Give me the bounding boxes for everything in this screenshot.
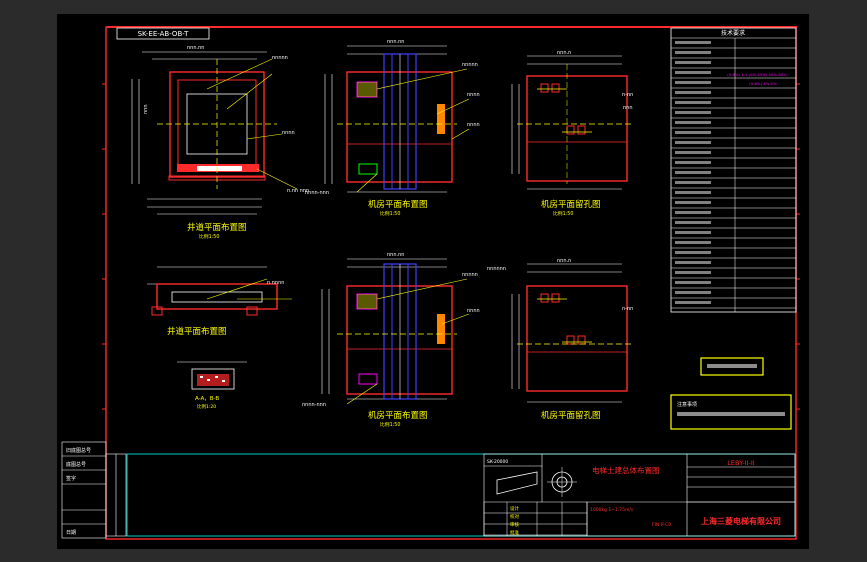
revision-label: 签字: [66, 475, 76, 482]
section-title: A-A，B-B: [195, 396, 219, 402]
revision-label: 底图总号: [66, 461, 86, 468]
view-subtitle: 比例1:50: [380, 210, 400, 217]
svg-text:nnn.n: nnn.n: [557, 50, 571, 56]
spec-row-text-placeholder: [675, 291, 711, 294]
svg-text:nnn.nn: nnn.nn: [187, 45, 204, 51]
view-title: 机房平面留孔图: [541, 410, 601, 421]
svg-text:n-nn: n-nn: [622, 306, 633, 312]
svg-text:nnnn: nnnn: [467, 122, 480, 128]
spec-row-text-placeholder: [675, 221, 711, 224]
sign-cell-label: 设计: [510, 505, 519, 512]
title-tag: SK-EE-AB-OB-T: [138, 30, 190, 38]
drawing-name: 电梯土建总体布置图: [592, 465, 660, 475]
view-subtitle: 比例1:50: [553, 210, 573, 217]
spec-row-text-placeholder: [675, 251, 711, 254]
spec-row-text-placeholder: [675, 121, 711, 124]
svg-text:nnnnn: nnnnn: [462, 272, 478, 278]
view-title: 井道平面布置图: [187, 222, 247, 233]
spec-row-text-placeholder: [675, 101, 711, 104]
sign-cell-label: 校对: [510, 513, 519, 520]
spec-row-text-placeholder: [675, 261, 711, 264]
svg-text:nnn.nn: nnn.nn: [387, 39, 404, 45]
section-subtitle: 比例1:20: [197, 403, 216, 410]
machine-room-hole-top: nnn.n n-nn nnn 机房平面留孔图 比例1:50: [511, 50, 633, 217]
spec-row-text-placeholder: [675, 201, 711, 204]
sheet-code: FIN-P-C0: [652, 522, 671, 528]
svg-text:n.nnnn: n.nnnn: [267, 280, 284, 286]
view-subtitle: 比例1:50: [380, 421, 400, 428]
spec-row-text-placeholder: [675, 131, 711, 134]
spec-row-text-placeholder: [675, 111, 711, 114]
spec-table: 技术要求 (0-6%) 1:1 (0%-45%) 50%-60% (0-6%) …: [670, 27, 797, 313]
spec-row-text-placeholder: [675, 301, 711, 304]
view-subtitle: 比例1:50: [199, 233, 219, 240]
spec-highlight-1: (0-6%) 1:1 (0%-45%) 50%-60%: [727, 72, 787, 77]
spec-row-text-placeholder: [675, 211, 711, 214]
svg-text:nnnn-nnn: nnnn-nnn: [302, 402, 326, 408]
spec-row-text-placeholder: [675, 281, 711, 284]
spec-row-text-placeholder: [675, 161, 711, 164]
view-title: 机房平面留孔图: [541, 199, 601, 210]
title-tag-box: [116, 27, 210, 40]
view-title: 机房平面布置图: [368, 199, 428, 210]
sign-cell-label: 批准: [510, 529, 519, 536]
spec-line: 1000kg 1~1.75m/s: [590, 507, 634, 513]
spec-row-text-placeholder: [675, 271, 711, 274]
spec-row-text-placeholder: [675, 181, 711, 184]
sign-cell-label: 审核: [510, 521, 519, 528]
code-box: [700, 357, 764, 376]
section-detail: A-A，B-B 比例1:20: [177, 361, 247, 410]
svg-text:nnnn: nnnn: [467, 308, 480, 314]
svg-text:n.nn nnn: n.nn nnn: [287, 188, 309, 194]
spec-row-text-placeholder: [675, 61, 711, 64]
spec-row-text-placeholder: [675, 151, 711, 154]
svg-text:nnn.nn: nnn.nn: [387, 252, 404, 258]
note-box-label: 注意事项: [677, 401, 697, 408]
hoistway-plan-bottom: n.nnnn 井道平面布置图: [147, 266, 292, 337]
svg-text:nnn: nnn: [143, 104, 149, 114]
machine-room-hole-bottom: nnn.n n-nn nnnnnn 机房平面留孔图: [487, 258, 633, 421]
svg-text:nnn.n: nnn.n: [557, 258, 571, 264]
view-title: 井道平面布置图: [167, 326, 227, 337]
svg-text:nnnn: nnnn: [282, 130, 295, 136]
svg-text:nnnn-nnn: nnnn-nnn: [305, 190, 329, 196]
spec-row-text-placeholder: [675, 191, 711, 194]
svg-text:nnnnnn: nnnnnn: [487, 266, 506, 272]
note-box: 注意事项: [670, 394, 792, 430]
spec-row-text-placeholder: [675, 241, 711, 244]
spec-row-text-placeholder: [675, 51, 711, 54]
spec-row-text-placeholder: [675, 141, 711, 144]
revision-label: 旧底图总号: [66, 447, 91, 454]
spec-row-text-placeholder: [675, 91, 711, 94]
spec-highlight-2: (0-6%) 4%-5%: [749, 81, 777, 86]
projection-symbol: [496, 471, 538, 495]
company-name: 上海三菱电梯有限公司: [701, 516, 781, 526]
svg-text:nnn: nnn: [623, 105, 633, 111]
spec-table-header: 技术要求: [721, 29, 745, 37]
spec-row-text-placeholder: [675, 41, 711, 44]
spec-row-text-placeholder: [675, 81, 711, 84]
spec-row-text-placeholder: [675, 231, 711, 234]
svg-text:n-nn: n-nn: [622, 92, 633, 98]
svg-text:nnnnn: nnnnn: [272, 55, 288, 61]
svg-text:nnnnn: nnnnn: [462, 62, 478, 68]
title-block-top-label: SK-20000: [487, 459, 508, 465]
drawing-code: LEBY-II-II: [727, 459, 754, 467]
view-title: 机房平面布置图: [368, 410, 428, 421]
svg-text:nnnn: nnnn: [467, 92, 480, 98]
revision-label: 日期: [66, 530, 76, 536]
spec-row-text-placeholder: [675, 71, 711, 74]
spec-row-text-placeholder: [675, 171, 711, 174]
